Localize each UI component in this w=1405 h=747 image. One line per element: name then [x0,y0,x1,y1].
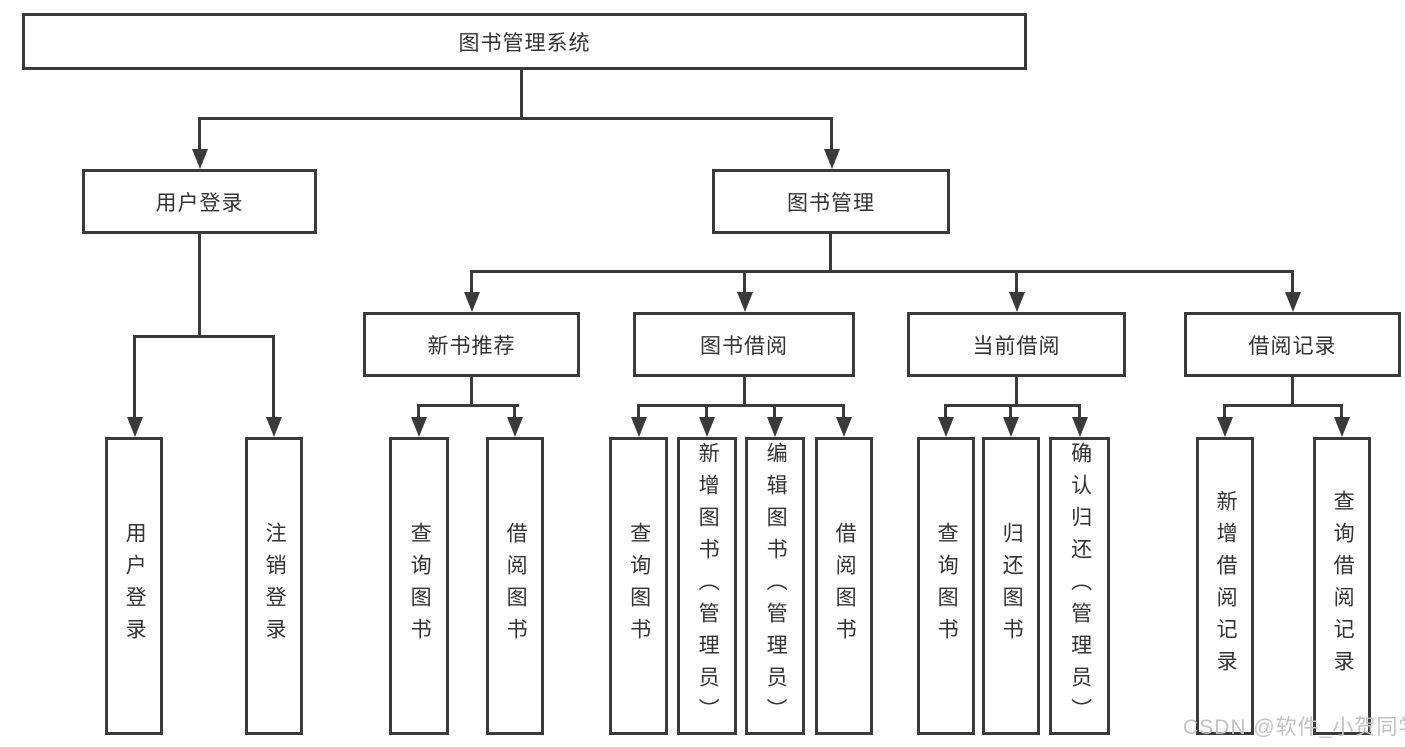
leaf-query-books-current: 查询图书 [917,437,975,735]
arrowhead-down-icon [1285,292,1301,312]
leaf-confirm-return-admin: 确认归还（管理员） [1049,437,1110,735]
connector-records-bar [1223,404,1343,407]
connector-arm-user-login [198,117,201,153]
leaf-label: 编辑图书（管理员） [764,442,788,730]
connector-user-login-bar [133,335,275,338]
connector-records-stem [1291,377,1294,407]
leaf-add-books-admin: 新增图书（管理员） [677,437,737,735]
node-book-borrowing: 图书借阅 [633,312,855,377]
connector-book-borrow-bar [637,404,845,407]
csdn-watermark: CSDN @软件_小贺同学 [1183,716,1405,739]
connector-cur-borrow-stem [1015,377,1018,407]
leaf-label: 新增借阅记录 [1214,490,1238,682]
leaf-label: 归还图书 [1000,522,1024,650]
connector-book-borrow-stem [743,377,746,407]
arrowhead-down-icon [824,149,840,169]
arrowhead-down-icon [836,417,852,437]
connector-arm-leaf-logout [272,335,275,419]
leaf-borrow-books-recommend: 借阅图书 [486,437,544,735]
node-borrowing-records: 借阅记录 [1184,312,1401,377]
connector-arm-book-mgmt [830,117,833,153]
leaf-borrow-books-borrowing: 借阅图书 [815,437,873,735]
connector-arm-cur-borrow [1015,270,1018,294]
connector-arm-leaf [1078,404,1081,420]
node-current-borrowing: 当前借阅 [907,312,1126,377]
arrowhead-down-icon [699,417,715,437]
leaf-add-borrow-record: 新增借阅记录 [1196,437,1254,735]
node-book-management-system: 图书管理系统 [22,13,1027,70]
connector-root-stem [520,69,523,119]
connector-level1-bar [198,117,833,120]
node-label: 当前借阅 [972,334,1061,358]
node-label: 借阅记录 [1248,334,1337,358]
node-label: 图书管理系统 [458,31,591,55]
connector-new-book-stem [470,377,473,407]
leaf-label: 注销登录 [263,522,287,650]
connector-arm-leaf [773,404,776,420]
arrowhead-down-icon [1003,417,1019,437]
arrowhead-down-icon [1334,417,1350,437]
arrowhead-down-icon [266,417,282,437]
node-book-management: 图书管理 [712,169,950,234]
connector-arm-leaf [513,404,516,420]
connector-arm-leaf [944,404,947,420]
leaf-label: 新增图书（管理员） [696,442,720,730]
connector-level2-bar [470,270,1294,273]
connector-book-mgmt-stem [829,233,832,272]
leaf-label: 借阅图书 [504,522,528,650]
arrowhead-down-icon [1217,417,1233,437]
arrowhead-down-icon [507,417,523,437]
leaf-label: 用户登录 [123,522,147,650]
arrowhead-down-icon [737,292,753,312]
connector-arm-records [1291,270,1294,294]
node-label: 图书管理 [787,191,875,215]
leaf-label: 查询借阅记录 [1331,490,1355,682]
node-label: 新书推荐 [427,334,516,358]
arrowhead-down-icon [127,417,143,437]
connector-user-login-stem [198,233,201,338]
connector-arm-book-borrow [743,270,746,294]
arrowhead-down-icon [767,417,783,437]
connector-arm-new-book [470,270,473,294]
connector-arm-leaf [417,404,420,420]
arrowhead-down-icon [1009,292,1025,312]
leaf-return-books: 归还图书 [982,437,1040,735]
connector-arm-leaf [637,404,640,420]
leaf-edit-books-admin: 编辑图书（管理员） [745,437,805,735]
leaf-label: 确认归还（管理员） [1068,442,1092,730]
leaf-label: 查询图书 [627,522,651,650]
node-new-book-recommendation: 新书推荐 [363,312,580,377]
node-label: 用户登录 [155,191,244,215]
leaf-label: 查询图书 [408,522,432,650]
connector-arm-leaf [1223,404,1226,420]
connector-cur-borrow-bar [944,404,1081,407]
connector-arm-leaf [842,404,845,420]
leaf-logout: 注销登录 [245,437,303,735]
leaf-query-books-borrowing: 查询图书 [609,437,668,735]
leaf-query-borrow-record: 查询借阅记录 [1313,437,1371,735]
connector-new-book-bar [417,404,519,407]
leaf-query-books-recommend: 查询图书 [389,437,449,735]
arrowhead-down-icon [1072,417,1088,437]
connector-arm-leaf-login [133,335,136,419]
arrowhead-down-icon [411,417,427,437]
arrowhead-down-icon [464,292,480,312]
arrowhead-down-icon [938,417,954,437]
node-label: 图书借阅 [700,334,788,358]
arrowhead-down-icon [631,417,647,437]
leaf-user-login: 用户登录 [105,437,163,735]
arrowhead-down-icon [192,149,208,169]
leaf-label: 借阅图书 [833,522,857,650]
node-user-login: 用户登录 [82,169,317,234]
connector-arm-leaf [705,404,708,420]
connector-arm-leaf [1340,404,1343,420]
leaf-label: 查询图书 [935,522,959,650]
connector-arm-leaf [1009,404,1012,420]
